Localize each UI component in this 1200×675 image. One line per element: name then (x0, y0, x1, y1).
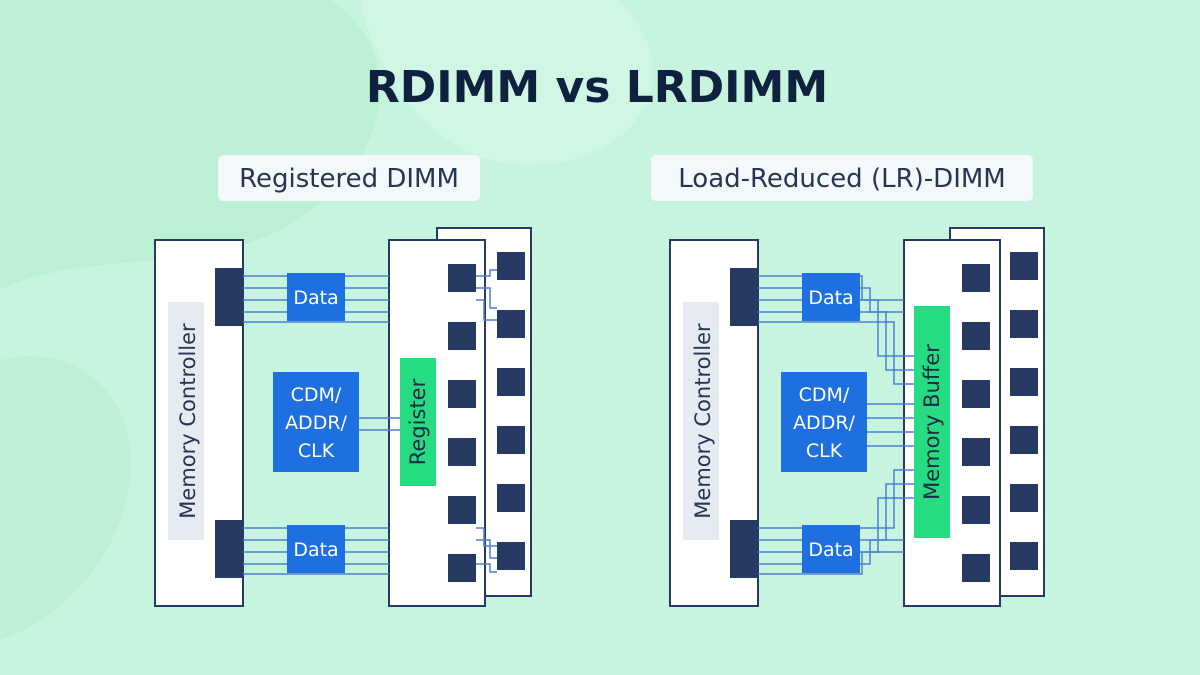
rdimm-controller-label-bg (168, 302, 204, 540)
rdimm-cmd-box (273, 372, 359, 472)
lrdimm-controller-port-bottom (730, 520, 758, 578)
rdimm-controller-label: Memory Controller (176, 323, 200, 519)
rdimm-section: Registered DIMM Memory Controller Data (154, 155, 532, 607)
lrdimm-data-box-top (802, 273, 860, 321)
lrdimm-back-chips (1010, 252, 1038, 570)
background-blob-left (0, 0, 381, 290)
rdimm-data-box-top (287, 273, 345, 321)
lrdimm-cmd-line-3: CLK (806, 440, 843, 462)
rdimm-chip-data-lines (476, 269, 497, 573)
lrdimm-data-label-top: Data (808, 287, 853, 309)
lrdimm-label-box (651, 155, 1033, 201)
lrdimm-controller-label-bg (683, 302, 719, 540)
lrdimm-memory-buffer-label: Memory Buffer (920, 344, 944, 500)
lrdimm-cmd-box (781, 372, 867, 472)
lrdimm-data-box-bottom (802, 525, 860, 573)
rdimm-cmd-line-1: CDM/ (291, 384, 342, 406)
lrdimm-cmd-line-1: CDM/ (799, 384, 850, 406)
rdimm-front-chips (448, 264, 476, 582)
lrdimm-data-label-bottom: Data (808, 539, 853, 561)
rdimm-cmd-line-2: ADDR/ (285, 412, 347, 434)
page-title: RDIMM vs LRDIMM (366, 62, 828, 113)
rdimm-data-label-top: Data (293, 287, 338, 309)
rdimm-register-label: Register (406, 378, 430, 465)
background-blob-top (360, 0, 653, 166)
lrdimm-front-chips (962, 264, 990, 582)
rdimm-label-box (218, 155, 480, 201)
lrdimm-section: Load-Reduced (LR)-DIMM Memory Controller… (651, 155, 1045, 607)
rdimm-cmd-lines (359, 417, 400, 431)
lrdimm-cmd-line-2: ADDR/ (793, 412, 855, 434)
background-blob-bottom (0, 356, 132, 640)
rdimm-controller-port-bottom (215, 520, 243, 578)
lrdimm-data-lines-top (758, 275, 914, 385)
rdimm-data-label-bottom: Data (293, 539, 338, 561)
rdimm-label: Registered DIMM (239, 164, 459, 194)
rdimm-data-box-bottom (287, 525, 345, 573)
lrdimm-controller-port-top (730, 268, 758, 326)
rdimm-cmd-line-3: CLK (298, 440, 335, 462)
rdimm-register-bar (400, 358, 436, 486)
lrdimm-controller-label: Memory Controller (691, 323, 715, 519)
rdimm-controller-port-top (215, 268, 243, 326)
rdimm-back-chips (497, 252, 525, 570)
lrdimm-memory-buffer-bar (914, 306, 950, 538)
lrdimm-label: Load-Reduced (LR)-DIMM (678, 164, 1005, 194)
lrdimm-cmd-lines (866, 403, 914, 447)
